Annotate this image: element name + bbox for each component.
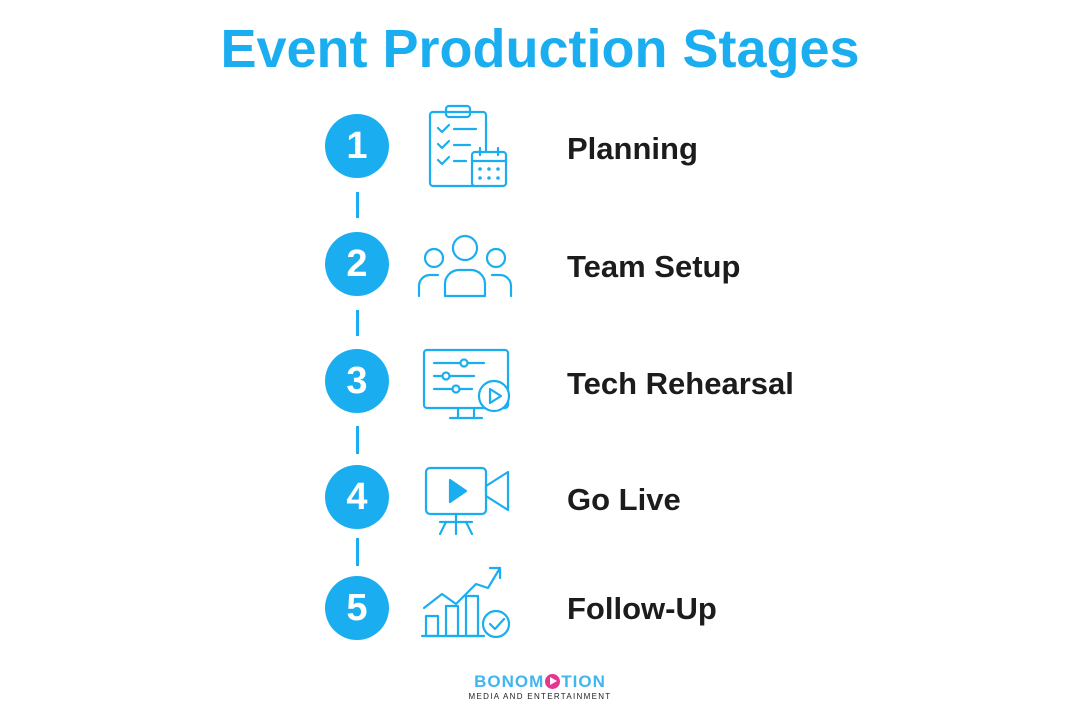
clipboard-calendar-icon [414,98,514,198]
growth-chart-icon [414,562,514,662]
step-label: Team Setup [567,249,741,284]
step-number-badge: 1 [325,114,389,178]
connector-line [356,192,359,218]
logo-word-start: BONOM [474,672,545,691]
brand-logo: BONOM TION MEDIA AND ENTERTAINMENT [0,672,1080,702]
step-label: Tech Rehearsal [567,366,794,401]
team-icon [414,218,514,318]
connector-line [356,538,359,566]
logo-word-end: TION [561,672,606,691]
step-number-badge: 2 [325,232,389,296]
monitor-controls-icon [414,336,514,436]
connector-line [356,426,359,454]
step-label: Go Live [567,482,681,517]
step-label: Follow-Up [567,591,717,626]
page-title: Event Production Stages [220,19,860,79]
step-number-badge: 5 [325,576,389,640]
connector-line [356,310,359,336]
logo-subtitle: MEDIA AND ENTERTAINMENT [468,692,612,701]
step-label: Planning [567,131,698,166]
step-number-badge: 3 [325,349,389,413]
play-icon [545,674,561,689]
step-number-badge: 4 [325,465,389,529]
logo-wordmark: BONOM TION [0,672,1080,692]
video-camera-icon [414,450,514,550]
